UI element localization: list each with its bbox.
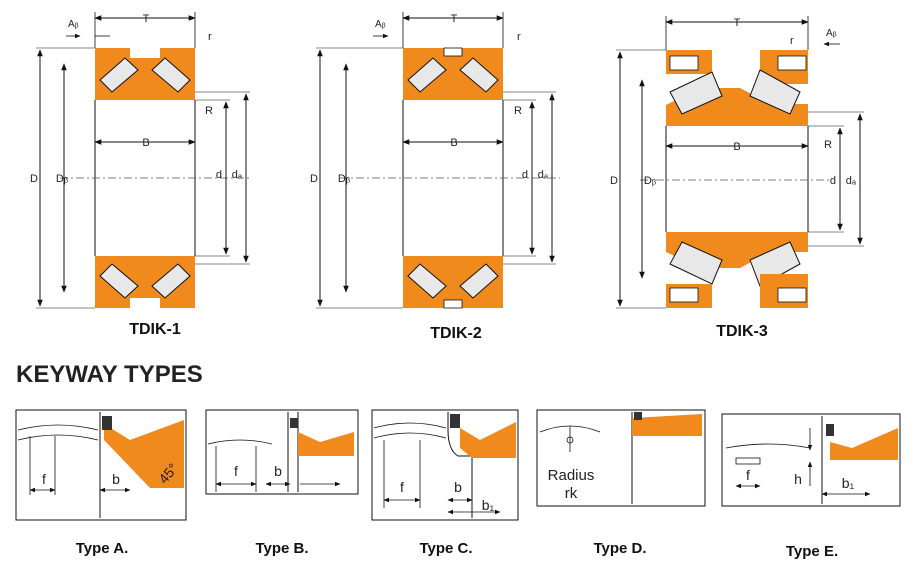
caption-type-a: Type A. <box>76 540 129 557</box>
keyway-type-d: Radius rk Type D. <box>536 409 706 557</box>
dim-b-label: b <box>112 471 120 487</box>
dim-r-label: r <box>208 31 212 43</box>
dim-Db-label: Dᵦ <box>644 175 657 187</box>
dim-b-label: b <box>274 463 282 479</box>
roller-bottom-right <box>151 263 191 299</box>
outer-cup-bottom <box>95 256 195 308</box>
roller-bottom-right <box>459 263 499 299</box>
dim-f-label: f <box>42 471 46 487</box>
seal <box>450 414 460 428</box>
dim-B-label: B <box>142 137 149 149</box>
seal-bottom-left <box>669 287 699 303</box>
dim-f-label: f <box>746 467 750 483</box>
spacer-top <box>443 47 463 57</box>
bearing-section <box>104 420 184 488</box>
keyway-type-b: f b Type B. <box>205 409 359 557</box>
dim-D-label: D <box>610 175 618 187</box>
bearing-section <box>830 428 898 460</box>
roller-top-left <box>669 71 723 115</box>
seal <box>826 424 834 436</box>
seal-bottom-right <box>777 287 807 303</box>
keyway-slot <box>735 457 761 465</box>
dim-da-label: dₐ <box>232 169 243 181</box>
dim-Ab-label: Aᵦ <box>68 19 79 30</box>
roller-top-left <box>407 57 447 93</box>
caption-type-e: Type E. <box>786 543 838 560</box>
bearing-section <box>632 414 702 436</box>
dim-B-label: B <box>450 137 457 149</box>
dim-T-label: T <box>143 13 150 25</box>
bearing-section <box>298 432 354 456</box>
dim-R-label: R <box>824 139 832 151</box>
roller-bottom-left <box>669 241 723 285</box>
seal-top-right <box>777 55 807 71</box>
caption-tdik-3: TDIK-3 <box>716 323 768 340</box>
caption-type-b: Type B. <box>255 540 308 557</box>
dim-T-label: T <box>451 13 458 25</box>
roller-top-right <box>749 69 801 115</box>
dim-b1-label: b₁ <box>842 475 855 491</box>
dim-f-label: f <box>234 463 238 479</box>
bearing-tdik-1: T Aᵦ r B D Dᵦ R d <box>30 12 250 338</box>
caption-tdik-1: TDIK-1 <box>129 321 181 338</box>
roller-top-left <box>99 57 139 93</box>
roller-top-right <box>459 57 499 93</box>
dim-R-label: R <box>514 105 522 117</box>
dim-Ab-label: Aᵦ <box>375 19 386 30</box>
dim-d-label: d <box>216 169 222 181</box>
seal <box>290 418 298 428</box>
bearing-section <box>460 422 516 458</box>
dim-b-label: b <box>454 479 462 495</box>
outer-cup-top <box>403 48 503 100</box>
keyway-type-c: f b b₁ Type C. <box>371 409 519 557</box>
dim-T-label: T <box>734 17 741 29</box>
dim-r-label: r <box>790 35 794 47</box>
roller-bottom-left <box>99 263 139 299</box>
center-mark <box>566 436 574 444</box>
keyway-type-e: f h b₁ Type E. <box>721 413 901 560</box>
bearing-tdik-3: T Aᵦ r B D Dᵦ R d <box>610 16 864 340</box>
caption-tdik-2: TDIK-2 <box>430 325 482 342</box>
dim-h-label: h <box>794 471 802 487</box>
dim-f-label: f <box>400 479 404 495</box>
seal <box>634 412 642 420</box>
dim-Db-label: Dᵦ <box>56 173 69 185</box>
dim-Ab-label: Aᵦ <box>826 28 837 39</box>
seal-top-left <box>669 55 699 71</box>
dim-b1-label: b₁ <box>482 497 495 513</box>
dim-D-label: D <box>310 173 318 185</box>
dim-R-label: R <box>205 105 213 117</box>
dim-da-label: dₐ <box>538 169 549 181</box>
seal <box>102 416 112 430</box>
panel-frame <box>371 409 519 521</box>
dim-r-label: r <box>517 31 521 43</box>
dim-d-label: d <box>522 169 528 181</box>
roller-top-right <box>151 57 191 93</box>
dim-B-label: B <box>733 141 740 153</box>
outer-cup-bottom <box>403 256 503 308</box>
dim-da-label: dₐ <box>846 175 857 187</box>
radius-label-line1: Radius <box>548 467 595 484</box>
dim-d-label: d <box>830 175 836 187</box>
bearing-tdik-2: T Aᵦ r B D Dᵦ R d dₐ TDIK-2 <box>310 12 560 342</box>
radius-label-line2: rk <box>565 485 578 502</box>
spacer-bottom <box>443 299 463 309</box>
keyway-type-a: f b 45° Type A. <box>15 409 187 557</box>
dim-D-label: D <box>30 173 38 185</box>
caption-type-c: Type C. <box>419 540 472 557</box>
keyway-heading: KEYWAY TYPES <box>16 361 203 388</box>
roller-bottom-left <box>407 263 447 299</box>
caption-type-d: Type D. <box>593 540 646 557</box>
dim-Db-label: Dᵦ <box>338 173 351 185</box>
